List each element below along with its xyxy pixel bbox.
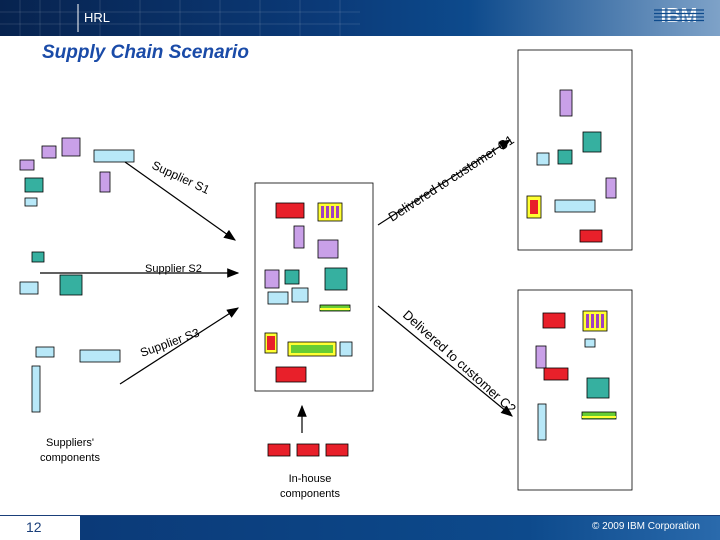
component-purple (19, 159, 35, 171)
component-green-grid (581, 411, 617, 420)
copyright-text: © 2009 IBM Corporation (592, 521, 700, 532)
component-purple (605, 177, 617, 199)
component-light-blue (584, 338, 596, 348)
footer-bar (80, 516, 720, 540)
component-red (275, 366, 307, 383)
component-red (542, 312, 566, 329)
component-light-blue (537, 403, 547, 441)
page-title: Supply Chain Scenario (42, 42, 249, 63)
component-light-blue (19, 281, 39, 295)
component-light-blue (35, 346, 55, 358)
component-purple (317, 239, 339, 259)
component-light-blue (79, 349, 121, 363)
customer-c1-components (526, 89, 617, 243)
customer-c1-box (517, 49, 633, 251)
arrow-supplier-s3 (119, 307, 240, 385)
component-light-blue (536, 152, 550, 166)
arrow-to-c1 (377, 139, 512, 226)
arrow-to-c2 (377, 305, 513, 417)
component-purple (61, 137, 81, 157)
header-pattern (0, 0, 360, 36)
component-light-blue (24, 197, 38, 207)
label-supplier-s2: Supplier S2 (145, 263, 202, 275)
component-purple (264, 269, 280, 289)
component-light-blue (291, 287, 309, 303)
supplier-s3-components (31, 346, 121, 413)
component-light-blue (554, 199, 596, 213)
component-red (579, 229, 603, 243)
arrow-supplier-s1 (124, 161, 236, 241)
component-red (267, 443, 291, 457)
component-light-blue (31, 365, 41, 413)
component-red (325, 443, 349, 457)
component-teal (586, 377, 610, 399)
footer-line (0, 515, 720, 516)
header-label: HRL (84, 10, 111, 25)
component-light-blue (339, 341, 353, 357)
manufacturer-components (264, 202, 353, 383)
component-teal (59, 274, 83, 296)
ibm-logo-icon: IBM (654, 5, 704, 25)
label-supplier-s3: Supplier S3 (138, 325, 201, 359)
customer-c2-box (517, 289, 633, 491)
page-number: 12 (26, 519, 42, 535)
customer-c2-components (535, 310, 617, 441)
label-delivered-c2: Delivered to customer C2 (400, 307, 519, 416)
component-red (275, 202, 305, 219)
inhouse-components (267, 443, 349, 457)
supplier-s1-components (19, 137, 135, 207)
component-red (296, 443, 320, 457)
component-purple (559, 89, 573, 117)
component-teal (24, 177, 44, 193)
component-light-blue (93, 149, 135, 163)
component-purple (535, 345, 547, 369)
component-purple (99, 171, 111, 193)
component-teal (284, 269, 300, 285)
component-purple (41, 145, 57, 159)
component-purple (293, 225, 305, 249)
label-suppliers-components: Suppliers' (46, 437, 94, 449)
component-teal (324, 267, 348, 291)
label-supplier-s1: Supplier S1 (150, 158, 212, 197)
label-suppliers-components-2: components (40, 452, 100, 464)
component-yellow (320, 308, 350, 310)
manufacturer-box (254, 182, 374, 392)
component-teal (557, 149, 573, 165)
label-inhouse-components-2: components (280, 488, 340, 500)
label-inhouse-components: In-house (289, 473, 332, 485)
supplier-s2-components (19, 251, 83, 296)
component-teal (31, 251, 45, 263)
component-teal (582, 131, 602, 153)
component-red (543, 367, 569, 381)
component-light-blue (267, 291, 289, 305)
header-bar: HRL IBM (0, 0, 720, 36)
label-delivered-c1: Delivered to customer C1 (385, 132, 516, 224)
